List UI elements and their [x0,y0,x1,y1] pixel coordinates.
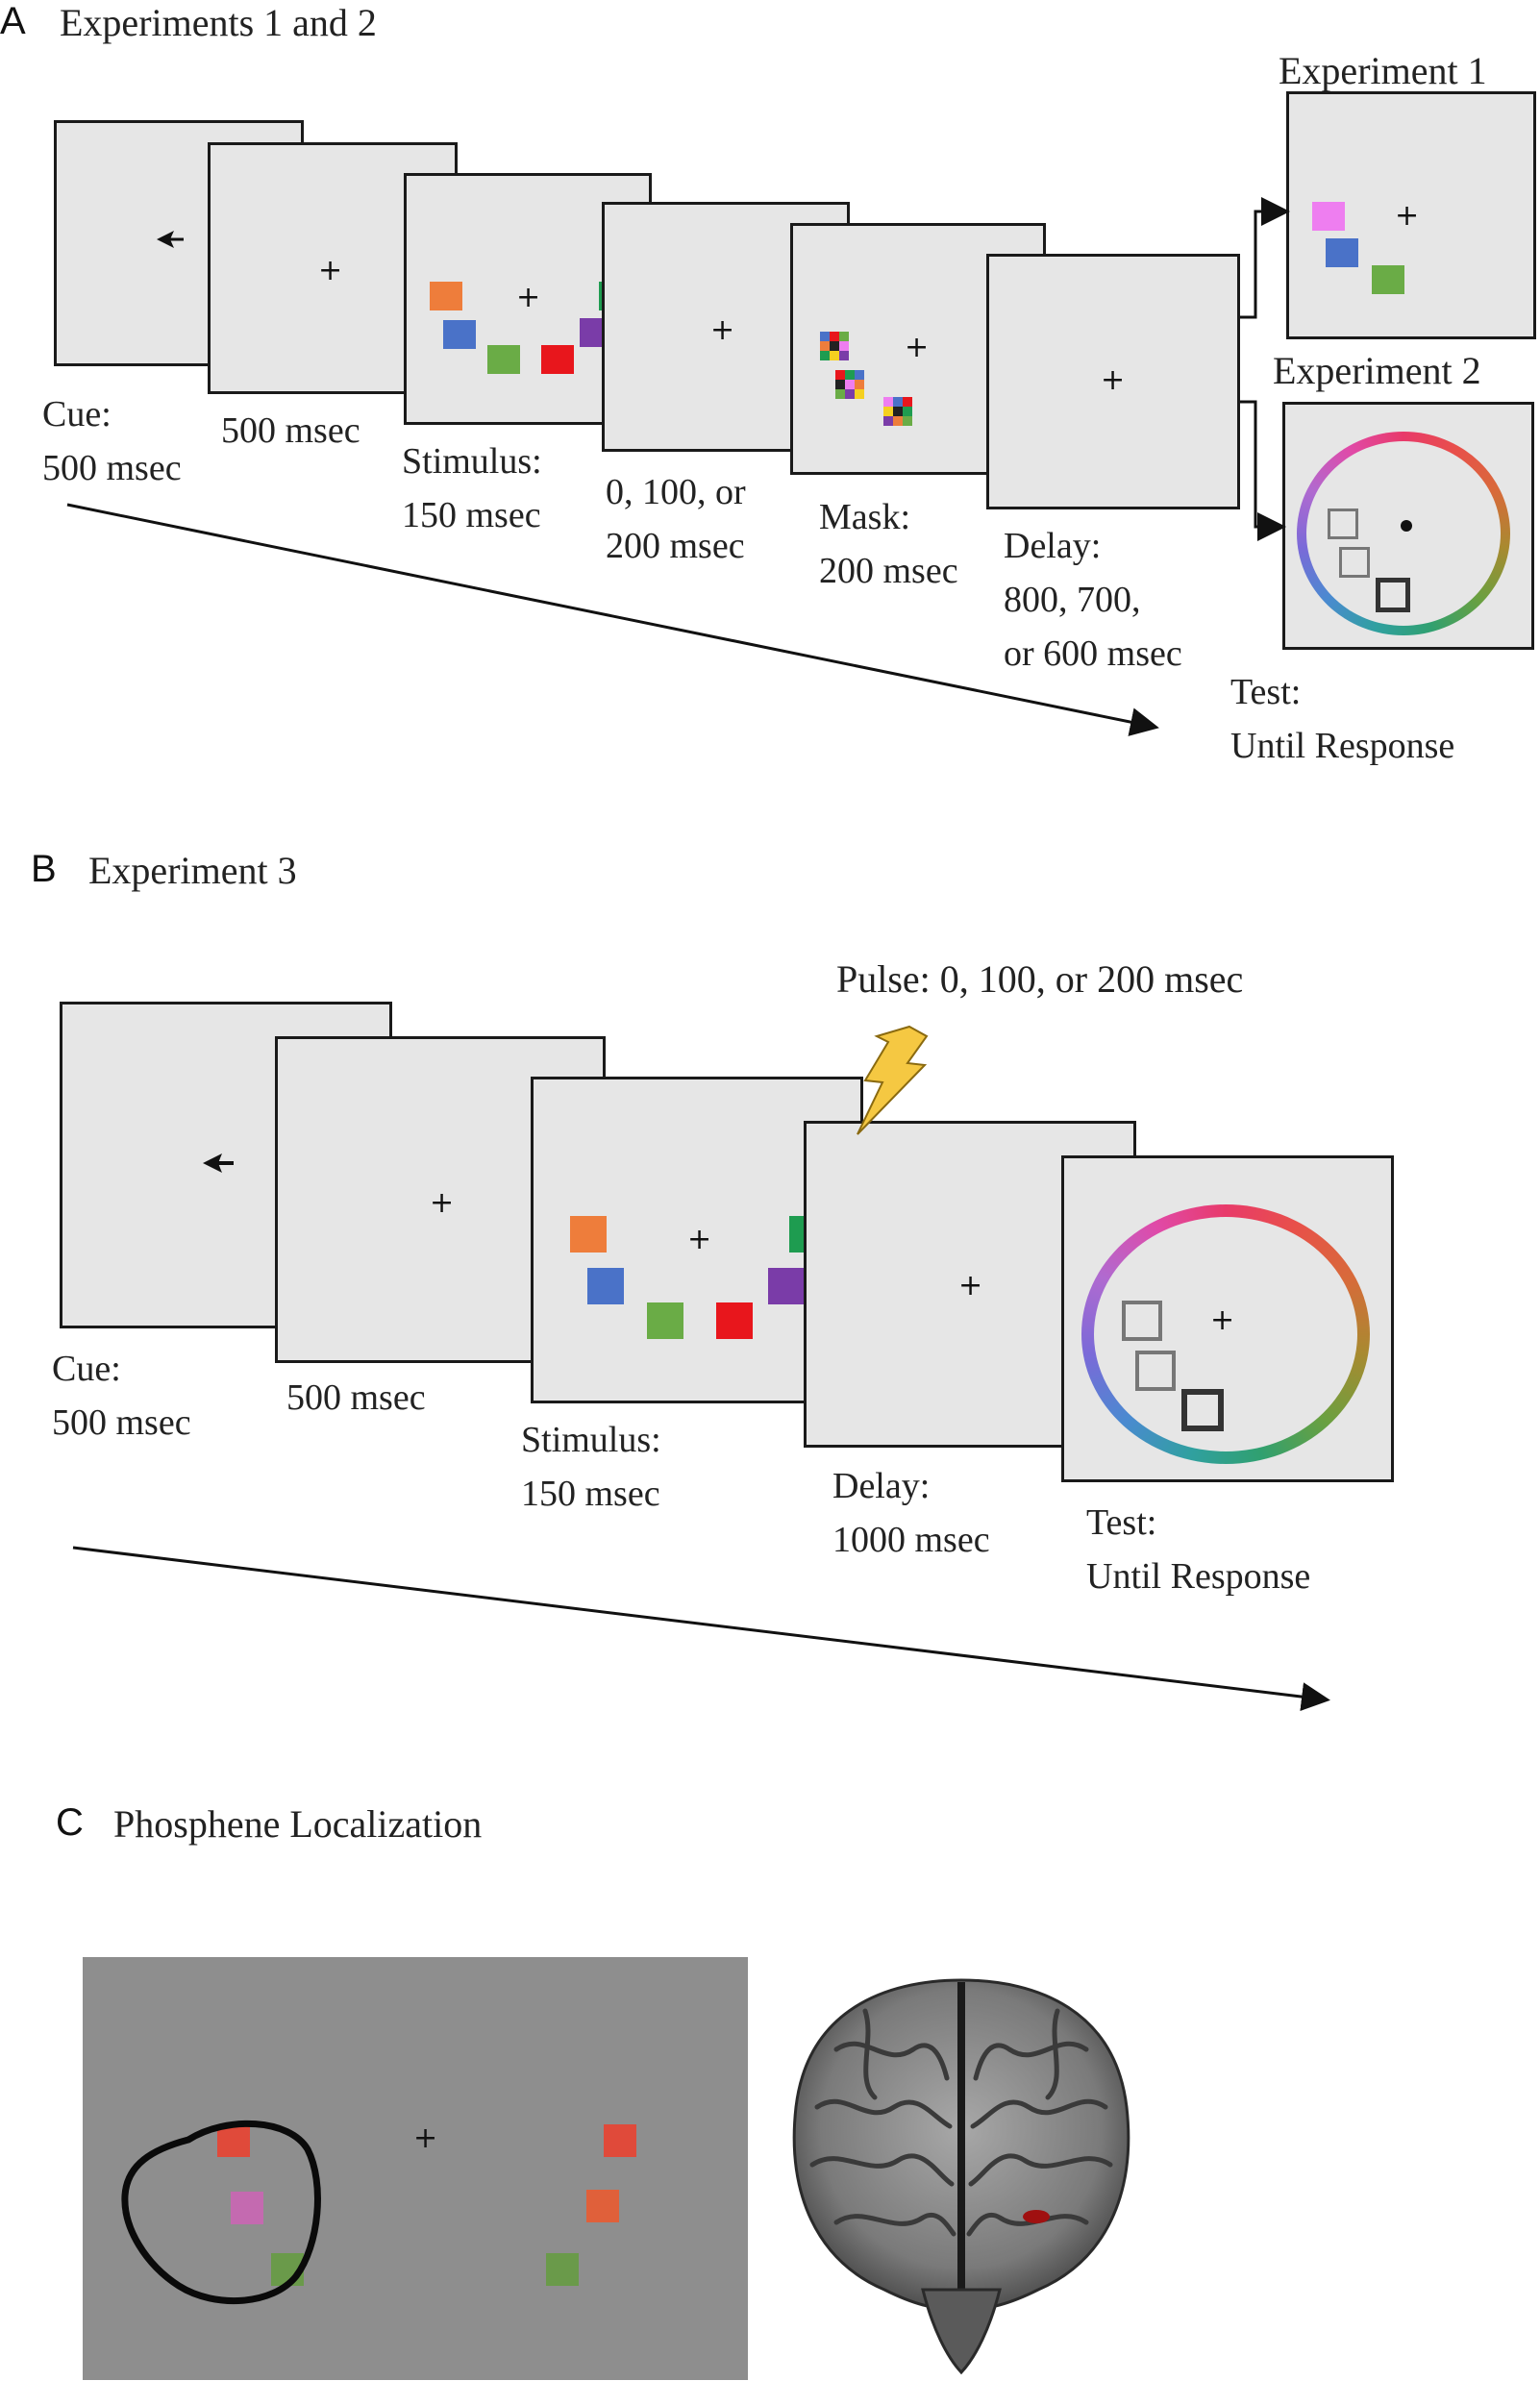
branch-arrow-experiment-1 [1240,197,1290,319]
green-square [546,2253,579,2286]
probe-box [1339,547,1370,578]
fixation-cross: + [710,313,735,347]
probe-box [1122,1301,1162,1341]
fixation-cross: + [413,2121,438,2155]
branch-arrow-experiment-2 [1240,400,1286,541]
test-duration-label: Test: Until Response [1086,1502,1311,1597]
brain-icon [779,1972,1144,2376]
fixation-cross: + [1101,363,1126,397]
experiment-2-label: Experiment 2 [1273,349,1481,392]
green-square [1372,265,1404,294]
mask-patch [820,332,849,360]
mask-duration-label: Mask: 200 msec [819,497,958,591]
probe-box-cued [1376,578,1410,612]
phosphene-outline [121,2120,321,2305]
arrow-left-icon [203,1153,234,1173]
orange-square [570,1216,607,1253]
orange-square [430,282,462,310]
fixation-cross: + [1210,1303,1235,1337]
lightning-bolt-icon [857,1025,929,1135]
panel-b-title: Experiment 3 [88,849,297,892]
test-duration-label: Test: Until Response [1230,672,1455,766]
arrow-left-icon [157,231,184,248]
soa-duration-label: 0, 100, or 200 msec [606,472,746,566]
panel-c-title: Phosphene Localization [113,1802,483,1846]
cue-duration-label: Cue: 500 msec [42,394,182,488]
fixation-dot [1401,520,1412,532]
green-square [647,1302,683,1339]
fixation-cross: + [687,1223,712,1256]
pulse-label: Pulse: 0, 100, or 200 msec [836,957,1244,1001]
green-square [487,345,520,374]
stimulus-duration-label: Stimulus: 150 msec [402,441,542,535]
panel-a-letter: A [0,0,26,42]
experiment-1-test-screen: + [1286,91,1536,339]
magenta-square [231,2192,263,2224]
red-square [716,1302,753,1339]
red-square [541,345,574,374]
color-wheel [1297,432,1510,635]
fixation-cross: + [318,254,343,287]
probe-box-cued [1181,1389,1224,1431]
blue-square [1326,238,1358,267]
pink-square [1312,202,1345,231]
panel-b-letter: B [31,848,57,890]
orange-red-square [586,2190,619,2222]
red-square [217,2124,250,2157]
probe-box [1135,1351,1176,1391]
blank-duration-label: 500 msec [221,410,360,451]
test-screen: + [1061,1155,1394,1482]
fixation-cross: + [1395,199,1420,233]
panel-c-letter: C [56,1801,84,1844]
blank-duration-label: 500 msec [286,1377,426,1418]
probe-box [1328,508,1358,539]
panel-a-title: Experiments 1 and 2 [60,1,377,44]
color-wheel [1081,1204,1370,1464]
delay-screen: + [986,254,1240,509]
delay-duration-label: Delay: 1000 msec [832,1466,990,1560]
delay-duration-label: Delay: 800, 700, or 600 msec [1004,526,1182,674]
purple-square [768,1268,805,1304]
blue-square [587,1268,624,1304]
mask-patch [835,370,864,399]
fixation-cross: + [958,1269,983,1302]
phosphene-display: + [83,1957,748,2380]
mask-patch [883,397,912,426]
red-square [604,2124,636,2157]
cue-duration-label: Cue: 500 msec [52,1349,191,1443]
fixation-cross: + [905,331,930,364]
experiment-2-test-screen [1282,402,1534,650]
experiment-1-label: Experiment 1 [1279,49,1487,92]
fixation-cross: + [516,281,541,314]
fixation-cross: + [430,1186,455,1220]
stimulus-duration-label: Stimulus: 150 msec [521,1420,661,1514]
blue-square [443,320,476,349]
